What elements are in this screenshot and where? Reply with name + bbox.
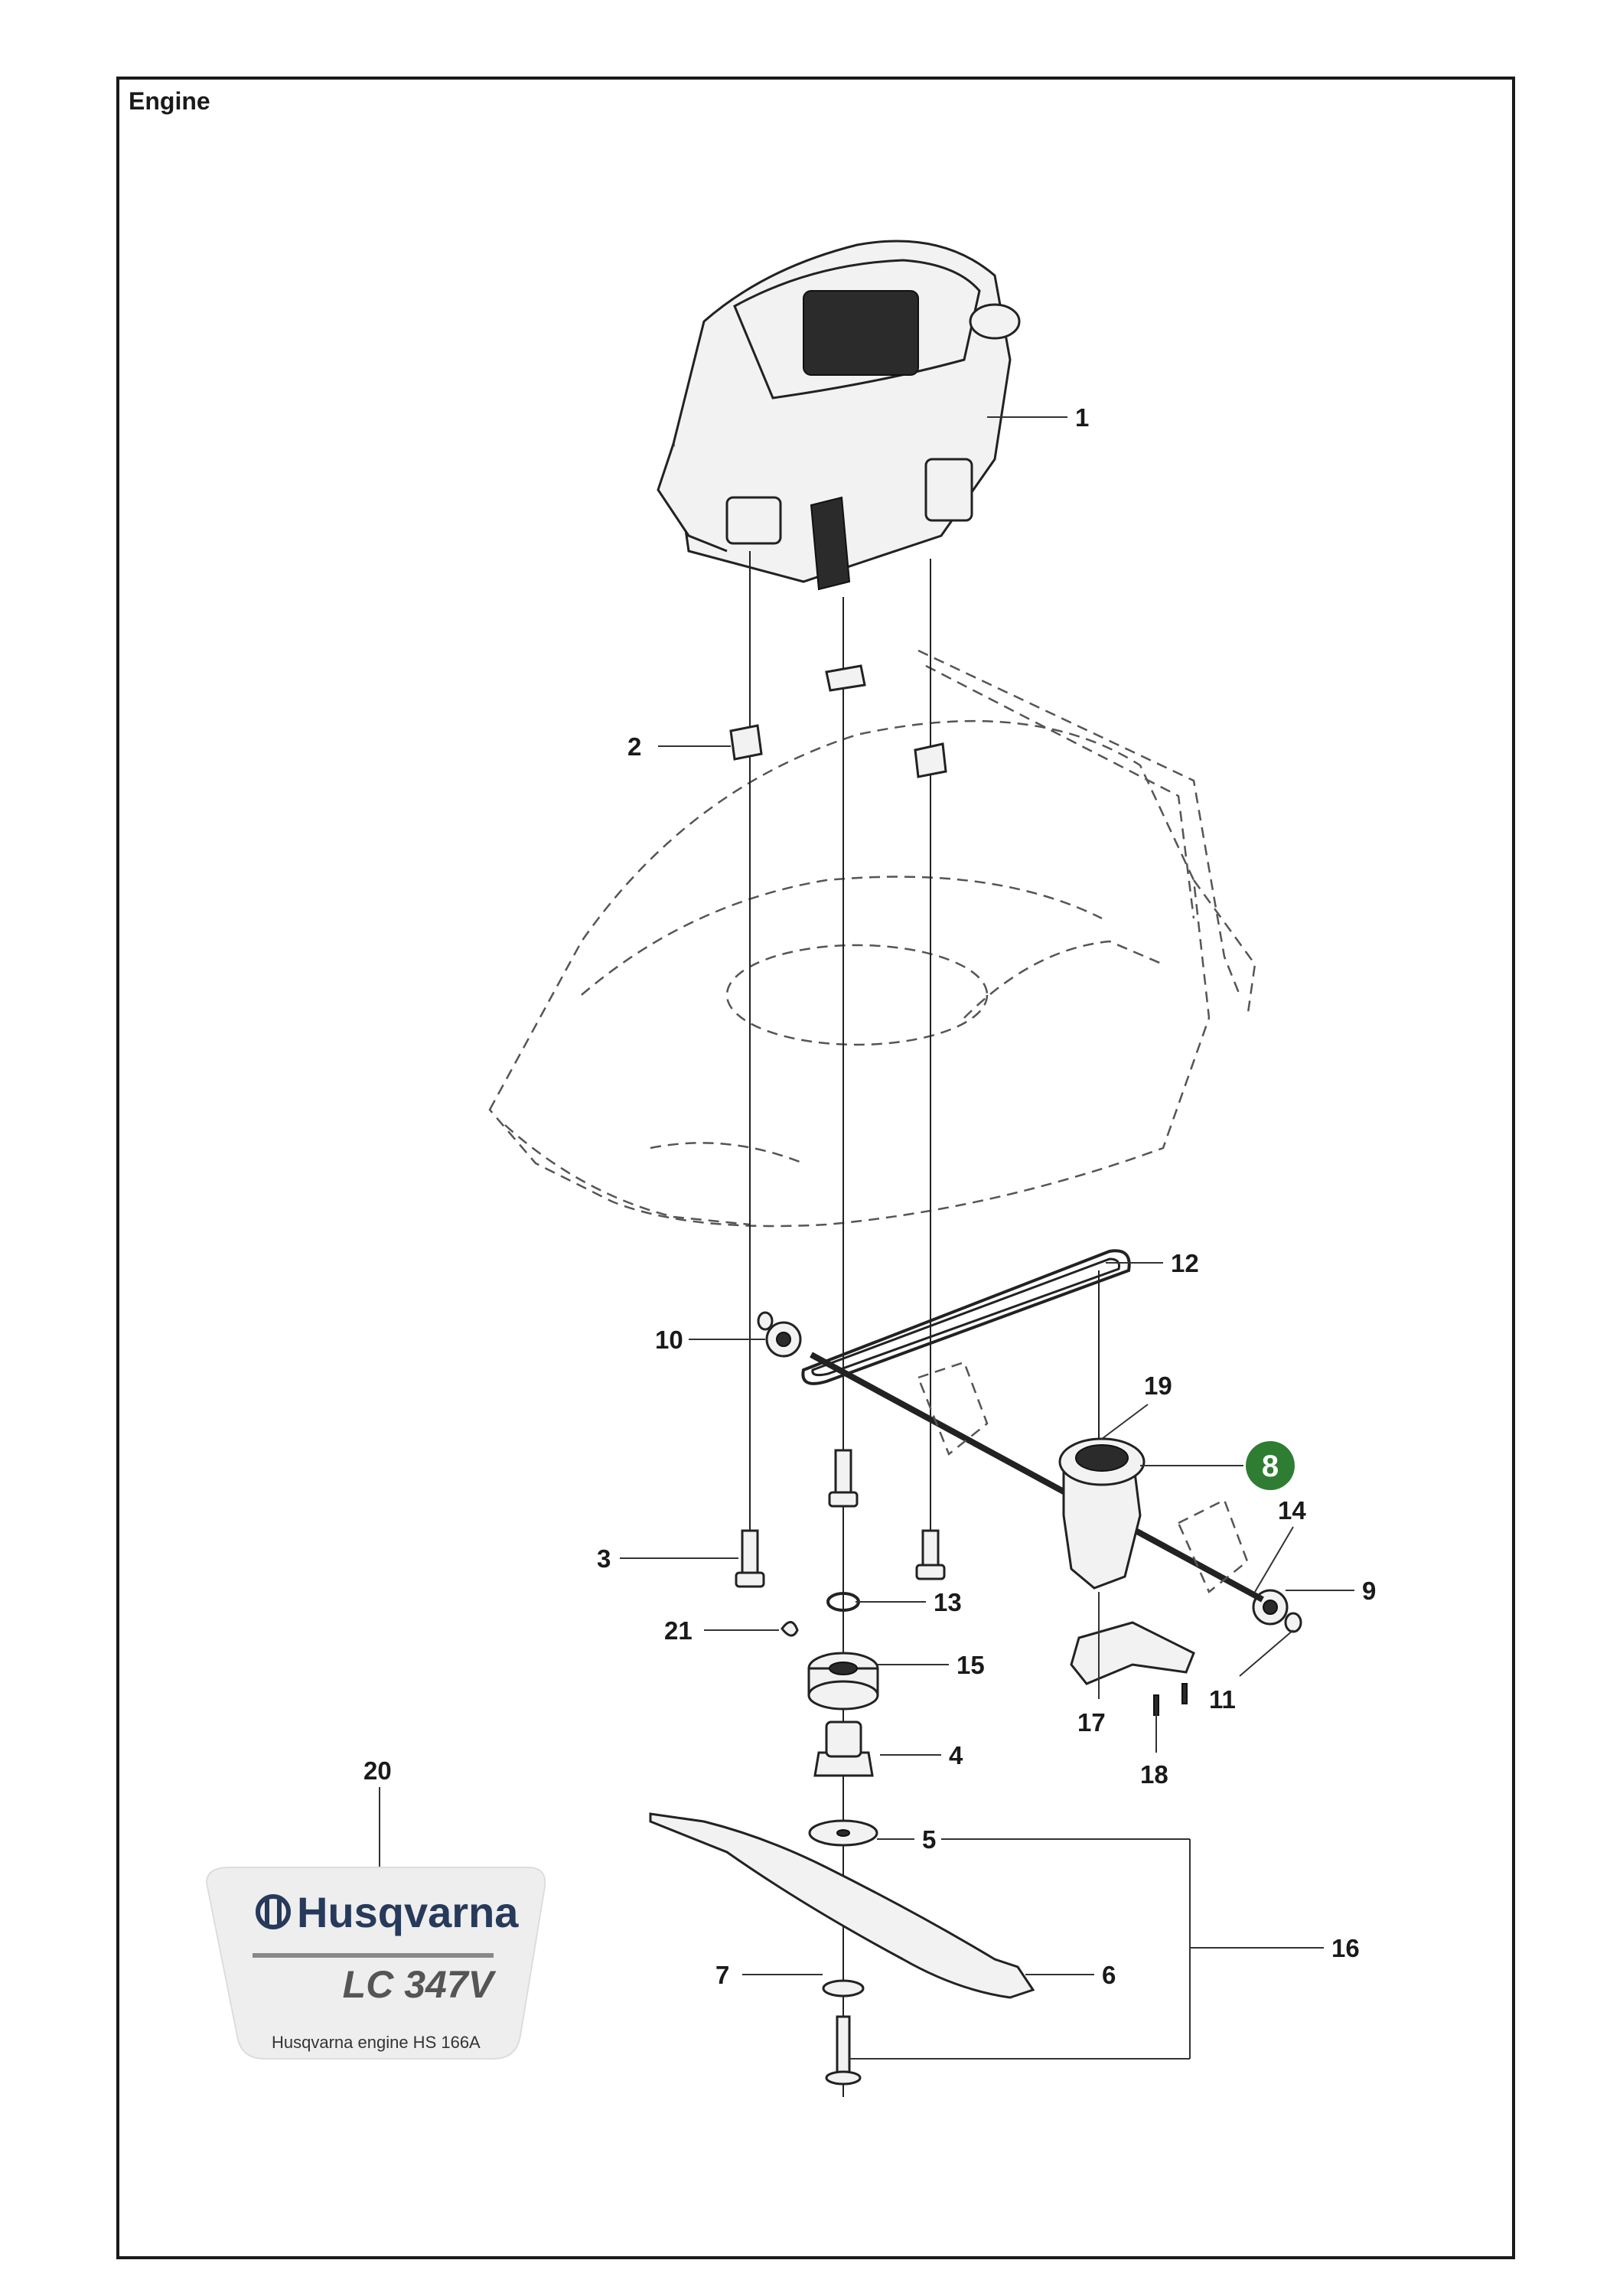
part-callouts: 1 2 3 4 5 6 7 9 10 11 12 13 14 15 16 17 … (363, 403, 1376, 1989)
callout-1: 1 (1075, 403, 1089, 432)
callout-12: 12 (1171, 1249, 1199, 1277)
mower-deck-outline (488, 649, 1256, 1228)
callout-20: 20 (363, 1756, 392, 1785)
page-title: Engine (129, 87, 210, 115)
model-decal: Husqvarna LC 347V Husqvarna engine HS 16… (205, 1867, 546, 2060)
drive-belt-part (801, 1249, 1131, 1385)
callout-2: 2 (627, 732, 641, 761)
husqvarna-crown-icon (256, 1894, 291, 1929)
callout-21: 21 (664, 1616, 693, 1645)
callout-4: 4 (949, 1741, 963, 1769)
callout-11: 11 (1209, 1685, 1236, 1714)
callout-19: 19 (1144, 1371, 1172, 1400)
callout-leader-lines (379, 416, 1354, 2060)
callout-5: 5 (922, 1825, 936, 1854)
blade-assembly-parts (649, 1652, 1035, 2086)
callout-14: 14 (1278, 1496, 1306, 1525)
callout-7: 7 (715, 1961, 729, 1989)
assembly-axis-lines (749, 551, 1100, 2097)
callout-17: 17 (1077, 1708, 1106, 1737)
callout-16: 16 (1331, 1934, 1360, 1962)
decal-model: LC 347V (343, 1963, 497, 2006)
callout-6: 6 (1102, 1961, 1116, 1989)
engine-bolt-parts (735, 1449, 946, 1588)
engine-part (657, 240, 1021, 591)
callout-13: 13 (934, 1588, 962, 1616)
engine-spacer-parts (729, 664, 947, 778)
diagram-frame (116, 77, 1515, 2259)
decal-caption: Husqvarna engine HS 166A (272, 2033, 481, 2052)
callout-8: 8 (1262, 1450, 1279, 1483)
callout-15: 15 (957, 1651, 985, 1679)
callout-9: 9 (1362, 1577, 1376, 1605)
callout-10: 10 (655, 1326, 683, 1354)
highlight-badge (1246, 1441, 1295, 1490)
highlighted-callout-8: 8 (1246, 1441, 1295, 1490)
transmission-part (810, 1352, 1264, 1685)
decal-brand: Husqvarna (297, 1888, 519, 1936)
callout-3: 3 (597, 1544, 611, 1573)
callout-18: 18 (1140, 1760, 1168, 1789)
